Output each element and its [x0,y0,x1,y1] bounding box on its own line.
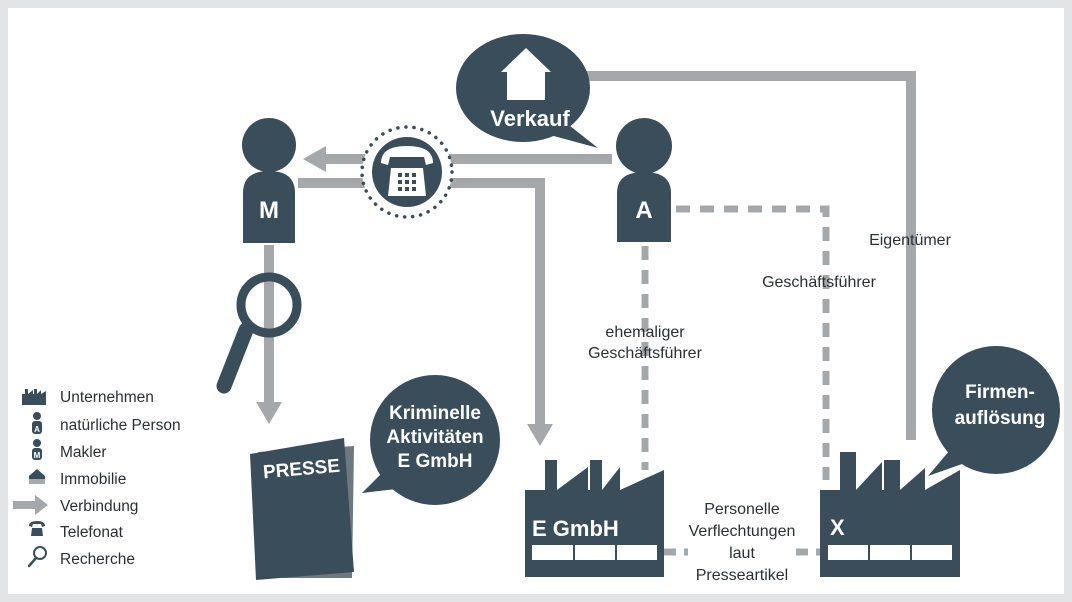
person-a: A [616,118,672,242]
kriminelle-bubble: Kriminelle Aktivitäten E GmbH [362,375,500,505]
verkauf-label: Verkauf [490,106,570,131]
person-m-letter: M [259,197,279,224]
legend-label-recherche: Recherche [60,551,135,568]
factory-icon [22,389,46,405]
ehemaliger-line-2: Geschäftsführer [588,345,703,362]
svg-text:A: A [34,425,40,434]
legend-label-person: natürliche Person [60,417,181,434]
personelle-line-2: Verflechtungen [689,523,796,540]
ehemaliger-line-1: ehemaliger [605,324,685,341]
personelle-line-1: Personelle [704,501,780,518]
verkauf-bubble: Verkauf [456,34,598,148]
legend-label-unternehmen: Unternehmen [60,389,154,406]
arrow-icon [13,495,48,515]
person-m-icon [32,439,42,460]
arrowhead-m [303,146,326,172]
kriminelle-line-1: Kriminelle [389,403,481,424]
arrowhead-egmbh [527,424,553,446]
legend-label-verbindung: Verbindung [60,498,138,515]
person-a-letter: A [635,197,652,224]
firmenaufloesung-bubble: Firmen- auflösung [928,346,1060,476]
person-a-icon [32,412,42,434]
legend-label-immobilie: Immobilie [60,471,126,488]
arrow-x-to-verkauf [568,71,916,440]
firmenaufloesung-line-1: Firmen- [965,382,1035,403]
egmbh-label: E GmbH [532,516,619,541]
magnifier-icon [216,272,302,394]
personelle-line-3: laut [729,545,755,562]
dash-a-to-x [676,205,830,480]
telephone-icon [29,521,45,536]
svg-text:M: M [34,451,41,460]
telephone-icon [360,125,454,219]
arrowhead-presse [256,402,282,424]
legend: Unternehmen A natürliche Person M Makler… [13,389,181,568]
house-icon [501,48,551,100]
legend-label-makler: Makler [60,444,107,461]
egmbh-factory: E GmbH [525,460,664,577]
person-m: M [242,118,296,243]
kriminelle-line-3: E GmbH [398,451,473,472]
firmenaufloesung-line-2: auflösung [955,408,1046,429]
eigentuemer-label: Eigentümer [869,232,951,249]
presse-document: PRESSE [250,438,354,580]
legend-label-telefonat: Telefonat [60,524,124,541]
geschaeftsfuehrer-label: Geschäftsführer [762,274,877,291]
magnifier-icon [27,546,47,568]
kriminelle-line-2: Aktivitäten [386,427,483,448]
x-label: X [830,515,845,540]
x-factory: X [820,452,960,577]
connections [256,63,916,556]
personelle-line-4: Presseartikel [696,567,788,584]
